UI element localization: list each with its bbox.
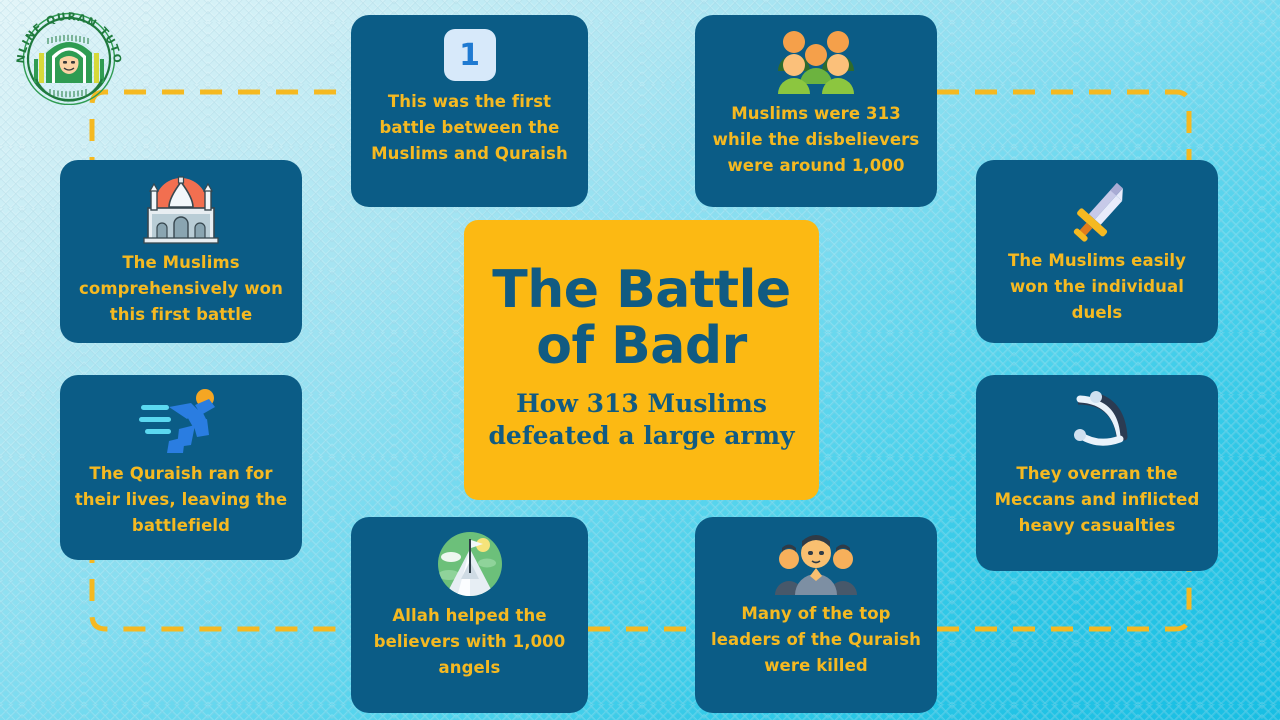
card-angels-help-text: Allah helped the believers with 1,000 an… (373, 606, 566, 678)
mountain-landscape-icon (437, 531, 503, 597)
card-troop-numbers[interactable]: Muslims were 313 while the disbelievers … (695, 15, 937, 207)
step-number-badge: 1 (443, 29, 496, 81)
leaders-group-icon (772, 531, 860, 595)
connector-right-top (937, 89, 1192, 160)
card-quraish-ran-text: The Quraish ran for their lives, leaving… (74, 464, 288, 536)
card-leaders-killed-text: Many of the top leaders of the Quraish w… (711, 604, 921, 676)
running-person-icon (139, 389, 223, 455)
card-first-battle-text: This was the first battle between the Mu… (371, 92, 568, 164)
mosque-icon (140, 174, 222, 244)
card-individual-duels[interactable]: The Muslims easily won the individual du… (976, 160, 1218, 343)
card-individual-duels-text: The Muslims easily won the individual du… (1007, 251, 1186, 323)
card-troop-numbers-text: Muslims were 313 while the disbelievers … (712, 104, 920, 176)
page-title-line2: of Badr (536, 315, 747, 376)
card-angels-help[interactable]: Allah helped the believers with 1,000 an… (351, 517, 588, 713)
card-overran-meccans[interactable]: They overran the Meccans and inflicted h… (976, 375, 1218, 571)
page-title-line1: The Battle (492, 260, 791, 321)
sword-icon (1059, 174, 1135, 242)
card-muslims-won-text: The Muslims comprehensively won this fir… (79, 253, 283, 325)
card-quraish-ran[interactable]: The Quraish ran for their lives, leaving… (60, 375, 302, 560)
page-title: The Battle of Badr (492, 260, 791, 376)
connector-right-bottom (937, 571, 1192, 632)
group-of-people-icon (772, 29, 860, 95)
card-first-battle[interactable]: 1 This was the first battle between the … (351, 15, 588, 207)
online-quran-tutor-logo[interactable]: ONLINE QURAN TUTOR (10, 9, 128, 105)
bow-icon (1058, 389, 1136, 455)
page-subtitle: How 313 Muslims defeated a large army (488, 389, 795, 450)
card-overran-meccans-text: They overran the Meccans and inflicted h… (994, 464, 1200, 536)
card-leaders-killed[interactable]: Many of the top leaders of the Quraish w… (695, 517, 937, 713)
card-muslims-won[interactable]: The Muslims comprehensively won this fir… (60, 160, 302, 343)
center-title-card: The Battle of Badr How 313 Muslims defea… (464, 220, 819, 500)
